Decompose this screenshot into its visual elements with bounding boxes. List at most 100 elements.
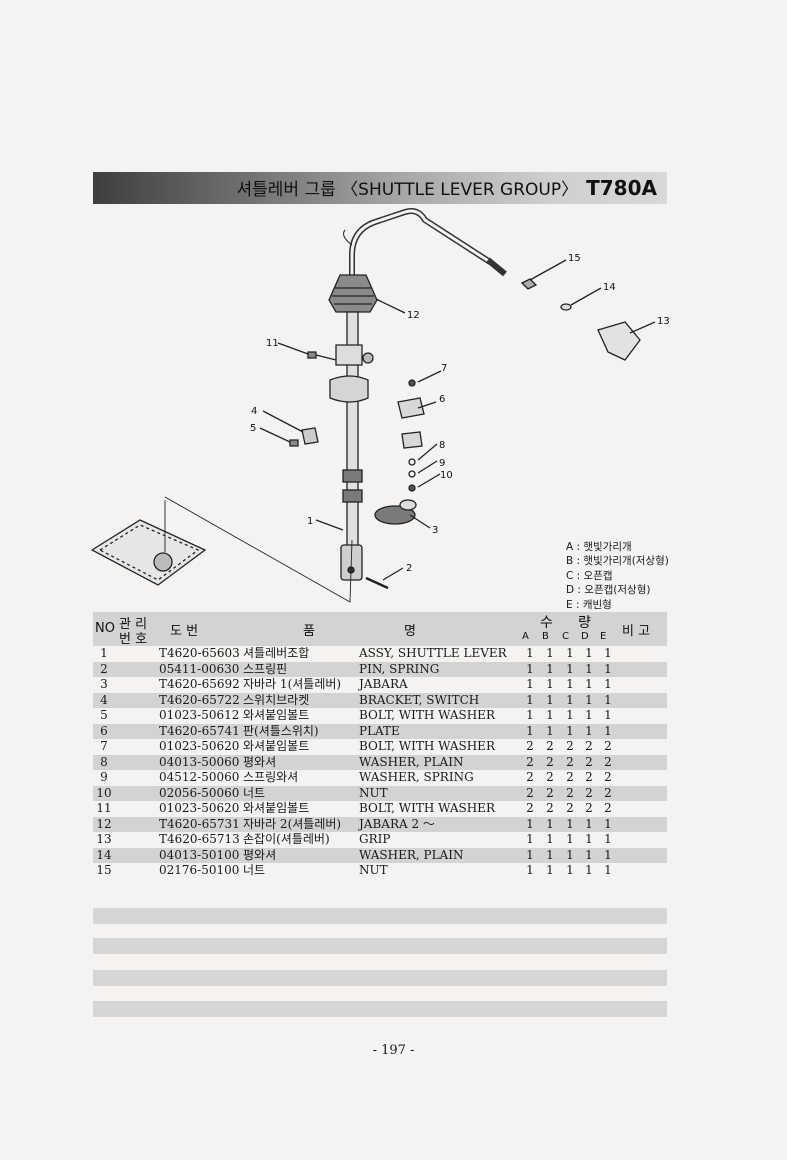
legend-item-d: D : 오픈캡(저상형) <box>566 584 651 597</box>
blank-row <box>93 908 667 924</box>
quantity-d: 1 <box>585 723 593 738</box>
quantity-d: 1 <box>585 832 593 846</box>
header-mgmt-bottom: 번 호 <box>119 632 148 647</box>
row-number: 10 <box>96 785 112 800</box>
model-code: T780A <box>586 176 657 200</box>
legend-item-b: B : 햇빛가리개(저상형) <box>566 555 669 568</box>
quantity-c: 2 <box>566 754 574 769</box>
quantity-b: 1 <box>546 863 554 877</box>
quantity-c: 1 <box>566 832 574 846</box>
quantity-d: 2 <box>585 785 593 800</box>
quantity-d: 1 <box>585 708 593 722</box>
part-number: 04013-50100 <box>159 847 240 862</box>
blank-row <box>93 938 667 954</box>
korean-name: 스프링핀 <box>243 661 288 676</box>
quantity-e: 1 <box>604 646 612 660</box>
legend-item-a: A : 햇빛가리개 <box>566 541 632 553</box>
quantity-e: 2 <box>604 785 612 800</box>
row-number: 6 <box>100 723 108 738</box>
english-name: JABARA <box>359 677 408 691</box>
quantity-c: 1 <box>566 677 574 691</box>
korean-name: 자바라 1(셔틀레버) <box>243 677 342 691</box>
exploded-parts-diagram: 1 2 3 4 5 6 7 8 9 10 11 12 13 14 15 <box>90 208 670 603</box>
quantity-a: 2 <box>526 770 534 784</box>
quantity-b: 2 <box>546 801 554 815</box>
quantity-b: 1 <box>546 708 554 722</box>
quantity-c: 1 <box>566 816 574 831</box>
korean-name: 너트 <box>243 863 266 877</box>
legend-item-e: E : 캐빈형 <box>566 598 612 611</box>
quantity-a: 1 <box>526 832 534 846</box>
quantity-b: 2 <box>546 739 554 753</box>
quantity-a: 1 <box>526 661 534 676</box>
group-title-text: 셔틀레버 그룹 〈SHUTTLE LEVER GROUP〉 <box>236 180 579 200</box>
quantity-e: 1 <box>604 661 612 676</box>
quantity-b: 2 <box>546 770 554 784</box>
row-number: 9 <box>100 770 108 784</box>
row-number: 3 <box>100 677 108 691</box>
row-number: 4 <box>100 692 108 707</box>
quantity-e: 2 <box>604 801 612 815</box>
header-qty-col-d: D <box>581 631 589 642</box>
korean-name: 와셔붙임볼트 <box>243 739 310 753</box>
quantity-b: 1 <box>546 832 554 846</box>
quantity-e: 1 <box>604 708 612 722</box>
quantity-e: 1 <box>604 832 612 846</box>
quantity-e: 1 <box>604 677 612 691</box>
callout-7: 7 <box>441 363 447 374</box>
quantity-d: 2 <box>585 739 593 753</box>
row-number: 12 <box>96 816 112 831</box>
quantity-c: 2 <box>566 785 574 800</box>
callout-9: 9 <box>439 458 445 469</box>
row-number: 7 <box>100 739 108 753</box>
quantity-c: 1 <box>566 863 574 877</box>
english-name: BOLT, WITH WASHER <box>359 708 495 722</box>
row-number: 13 <box>96 832 112 846</box>
korean-name: 평와셔 <box>243 754 277 769</box>
quantity-c: 1 <box>566 661 574 676</box>
part-number: 01023-50612 <box>159 708 240 722</box>
part-number: 01023-50620 <box>159 739 240 753</box>
row-number: 8 <box>100 754 108 769</box>
parts-table-header: NO 관 리 번 호 도 번 품 명 수 량 비 고 A B C D E <box>93 612 667 647</box>
quantity-d: 2 <box>585 801 593 815</box>
quantity-e: 1 <box>604 816 612 831</box>
part-number: 04512-50060 <box>159 770 240 784</box>
quantity-d: 1 <box>585 863 593 877</box>
quantity-c: 1 <box>566 692 574 707</box>
quantity-b: 1 <box>546 646 554 660</box>
quantity-a: 1 <box>526 863 534 877</box>
header-qty-a: 수 <box>540 615 553 631</box>
part-number: T4620-65692 <box>159 677 240 691</box>
quantity-d: 1 <box>585 661 593 676</box>
quantity-e: 1 <box>604 723 612 738</box>
quantity-a: 1 <box>526 708 534 722</box>
korean-name: 손잡이(셔틀레버) <box>243 832 330 846</box>
quantity-a: 1 <box>526 847 534 862</box>
quantity-a: 2 <box>526 739 534 753</box>
blank-row <box>93 1001 667 1017</box>
part-number: 02056-50060 <box>159 785 240 800</box>
blank-row <box>93 970 667 986</box>
header-no: NO <box>95 621 115 636</box>
english-name: ASSY, SHUTTLE LEVER <box>359 646 507 660</box>
part-number: 02176-50100 <box>159 863 240 877</box>
part-number: 05411-00630 <box>159 661 240 676</box>
header-qty-col-e: E <box>600 631 607 642</box>
legend-item-c: C : 오픈캡 <box>566 569 613 582</box>
part-number: T4620-65741 <box>159 723 240 738</box>
quantity-d: 1 <box>585 646 593 660</box>
part-number: T4620-65603 <box>159 646 240 660</box>
korean-name: 셔틀레버조합 <box>243 646 310 660</box>
